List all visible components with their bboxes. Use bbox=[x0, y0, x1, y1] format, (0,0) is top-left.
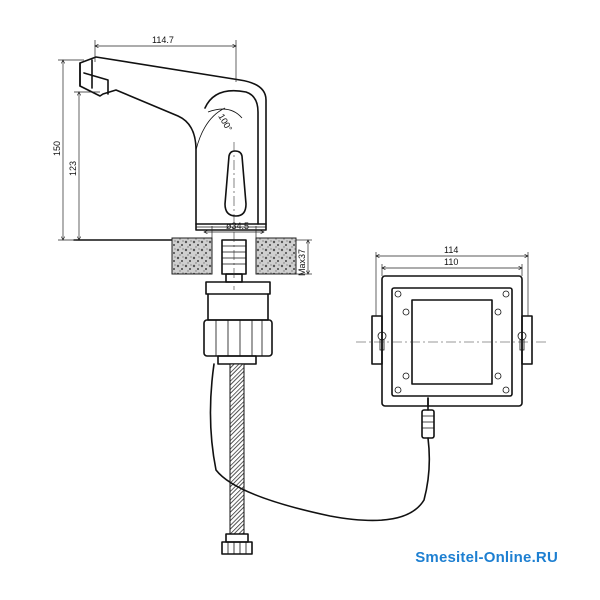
box-screws bbox=[394, 290, 510, 394]
dim-total-height-label: 150 bbox=[52, 141, 62, 156]
sensor-window bbox=[224, 150, 247, 217]
dim-spout-reach: 114.7 bbox=[95, 35, 236, 82]
angle-label: 100° bbox=[216, 112, 234, 133]
braided-hose bbox=[221, 363, 253, 555]
mounting-housing bbox=[203, 281, 273, 365]
dim-outlet-height: 123 bbox=[68, 92, 100, 240]
control-box bbox=[371, 275, 533, 407]
dim-spout-reach-label: 114.7 bbox=[152, 35, 174, 45]
faucet: 100° bbox=[79, 56, 267, 231]
dim-max-thickness: Max37 bbox=[296, 240, 312, 276]
watermark: Smesitel-Online.RU bbox=[415, 549, 558, 566]
countertop bbox=[171, 237, 297, 275]
dim-box-inner-width-label: 110 bbox=[444, 257, 458, 267]
angle-arc bbox=[207, 108, 243, 119]
dim-box-outer-width: 114 bbox=[376, 245, 528, 316]
dim-outlet-height-label: 123 bbox=[68, 161, 78, 176]
dim-hole-diameter: ø34.5 bbox=[204, 221, 264, 240]
dim-max-thickness-label: Max37 bbox=[297, 249, 307, 276]
dim-total-height: 150 bbox=[52, 60, 84, 240]
dim-box-inner-width: 110 bbox=[382, 257, 522, 276]
body-inner-curve bbox=[204, 89, 259, 225]
aerator bbox=[79, 59, 109, 95]
dim-hole-diameter-label: ø34.5 bbox=[226, 221, 249, 231]
dim-box-outer-width-label: 114 bbox=[444, 245, 458, 255]
sensor-cable bbox=[209, 363, 431, 522]
